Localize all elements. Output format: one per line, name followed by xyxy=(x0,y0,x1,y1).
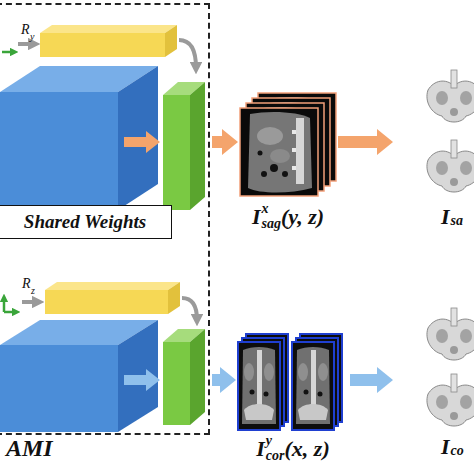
yellow-block xyxy=(40,33,165,57)
rendering: Ico xyxy=(395,292,474,432)
node-title: AMI xyxy=(6,435,53,463)
green-slab xyxy=(163,342,190,425)
rotation-icon xyxy=(2,51,14,54)
grey-arrow xyxy=(18,42,34,46)
axis-subscript: y xyxy=(30,32,34,42)
blue-cube xyxy=(0,345,118,432)
ct-slice xyxy=(240,108,318,196)
label-group: AMI xyxy=(6,435,53,463)
math-symbol: cor xyxy=(266,449,285,464)
math-symbol: co xyxy=(451,444,464,459)
flow-arrow xyxy=(212,129,238,155)
bone-rendering xyxy=(427,140,474,192)
orange-arrow xyxy=(124,131,160,153)
yellow-block xyxy=(45,290,168,314)
grey-curved-arrow xyxy=(179,40,196,68)
grey-curved-arrow xyxy=(182,298,197,320)
math-symbol: sag xyxy=(261,217,280,232)
math-symbol: (y, z) xyxy=(281,204,324,229)
rotation-symbol: R xyxy=(21,23,30,37)
label-group: Isa xyxy=(441,204,463,229)
ct-slice xyxy=(238,342,280,430)
math-symbol: y xyxy=(266,434,285,449)
light-blue-arrow xyxy=(124,369,160,391)
script-stack: ycor xyxy=(266,434,285,463)
yellow-block xyxy=(45,282,180,290)
script-stack: sa xyxy=(451,205,463,228)
axis-subscript: z xyxy=(31,286,35,296)
bone-rendering xyxy=(427,308,474,360)
rotation-icon xyxy=(3,298,6,312)
math-symbol: I xyxy=(441,434,450,459)
green-slab xyxy=(190,329,205,425)
bone-rendering xyxy=(427,374,474,426)
rotation-symbol: R xyxy=(22,277,31,291)
flow-arrow xyxy=(350,367,393,393)
math-symbol: I xyxy=(252,204,261,229)
label-group: Iycor(x, z) xyxy=(256,434,329,463)
slice-stack: Ixsag(y, z) xyxy=(240,92,336,200)
grey-arrow xyxy=(22,300,38,304)
script-stack: co xyxy=(451,435,464,458)
yellow-block xyxy=(168,282,180,314)
module-frame: Shared WeightsAMI xyxy=(0,3,210,435)
label-group: Shared Weights xyxy=(24,211,146,233)
math-symbol: (x, z) xyxy=(285,436,330,461)
shared-weights-box: Shared Weights xyxy=(0,205,172,239)
bone-rendering xyxy=(427,70,474,122)
yellow-block xyxy=(165,25,177,57)
rendering: Isa xyxy=(395,62,474,202)
slice-stack: Iycor(x, z) xyxy=(238,330,348,432)
label-group: Ixsag(y, z) xyxy=(252,202,324,231)
ct-slice xyxy=(292,342,334,430)
blue-cube xyxy=(0,92,118,210)
node-title: Shared Weights xyxy=(24,211,146,233)
rotation-icon xyxy=(4,311,16,314)
math-symbol: I xyxy=(441,204,450,229)
flow-arrow xyxy=(338,129,393,155)
green-slab xyxy=(163,95,190,210)
flow-arrow xyxy=(212,367,236,393)
math-symbol: sa xyxy=(451,214,463,229)
script-stack: xsag xyxy=(261,202,280,231)
label-group: Ico xyxy=(441,434,464,459)
green-slab xyxy=(190,82,205,210)
math-symbol: I xyxy=(256,436,265,461)
math-symbol: x xyxy=(261,202,280,217)
yellow-block xyxy=(40,25,177,33)
